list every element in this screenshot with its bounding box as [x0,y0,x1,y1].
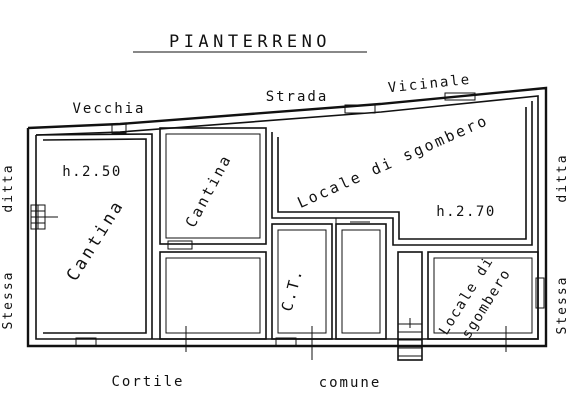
room-height-big: h.2.70 [436,204,496,220]
room-height-left: h.2.50 [62,164,122,180]
street-label-vecchia: Vecchia [72,101,145,117]
room-name-cantina-middle: Cantina [182,151,236,231]
room-corridor [335,221,387,340]
room-name-cantina-left: Cantina [63,196,129,285]
room-locale-small [427,251,545,352]
room-ct [271,223,333,360]
room-cantina-left [35,133,153,339]
room-lower-middle [159,251,267,352]
stair-icon [397,251,423,361]
courtyard-label-comune: comune [319,375,382,391]
side-label-right-stessa: Stessa [555,276,570,335]
room-cantina-middle [159,127,267,250]
side-label-right-ditta: ditta [555,153,570,202]
side-label-left-ditta: ditta [1,163,16,212]
bottom-wall-openings [75,337,297,347]
room-name-ct: C.T. [278,266,307,313]
courtyard-label-cortile: Cortile [111,374,184,390]
top-windows [111,92,476,134]
room-name-locale-big: Locale di sgombero [294,111,491,212]
side-label-left-stessa: Stessa [1,271,16,330]
left-stair-icon [30,204,58,230]
street-label-strada: Strada [266,89,329,105]
plan-title: PIANTERRENO [169,32,331,52]
